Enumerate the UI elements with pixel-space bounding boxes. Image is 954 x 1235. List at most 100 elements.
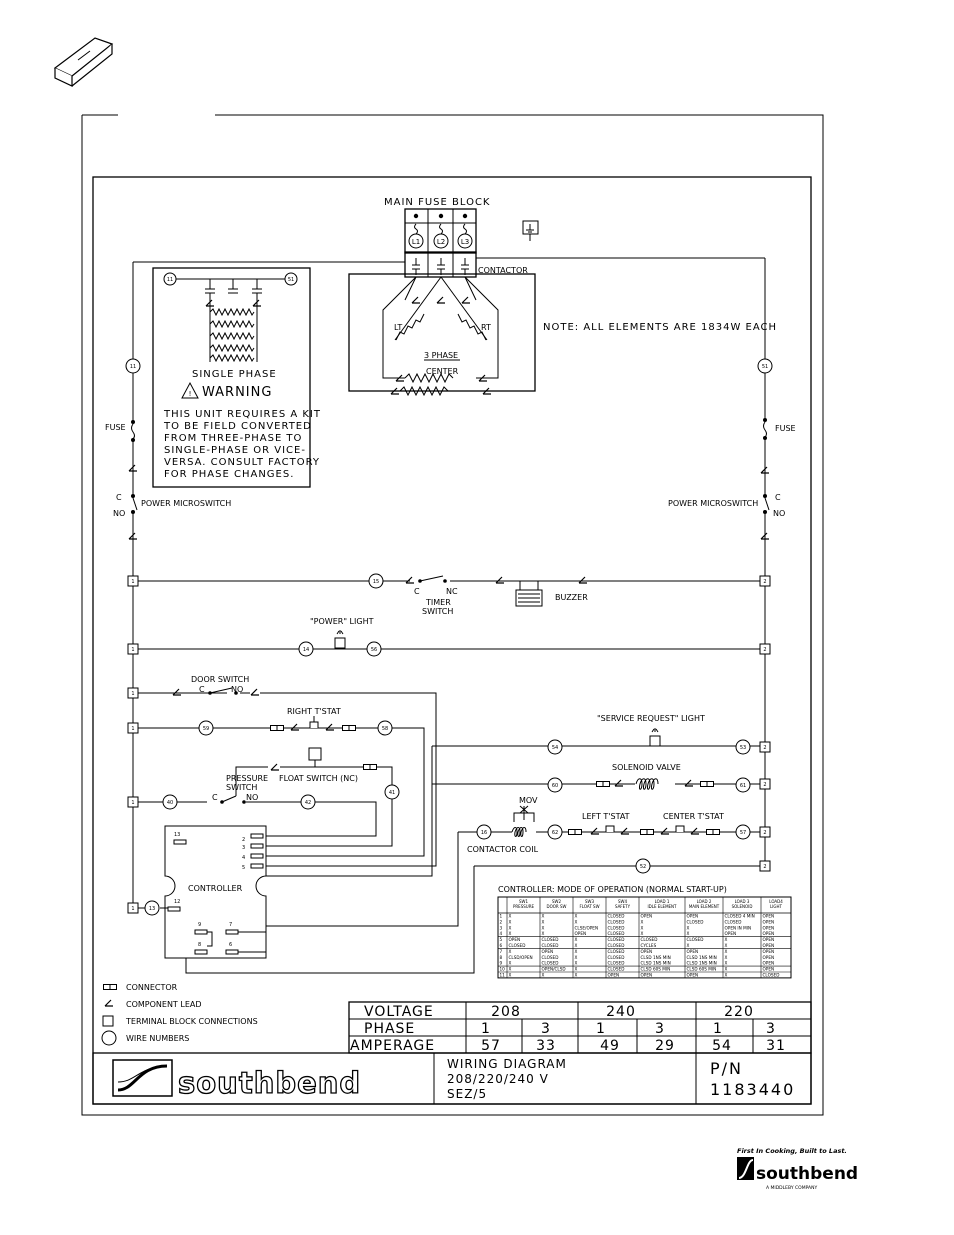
wire-42: 42 xyxy=(305,800,311,806)
outer-frame xyxy=(81,114,824,1116)
svg-text:33: 33 xyxy=(536,1038,556,1054)
mode-table-cell: CLOSED xyxy=(763,973,780,978)
warning-line-5: VERSA. CONSULT FACTORY xyxy=(164,457,320,468)
voltage-240: 240 xyxy=(606,1004,636,1020)
row-service-request-light: 54 "SERVICE REQUEST" LIGHT 53 2 xyxy=(266,714,771,877)
mode-table-cell: X xyxy=(687,931,690,936)
contactor: CONTACTOR xyxy=(404,251,528,278)
wire-52: 52 xyxy=(640,864,646,870)
solenoid-valve-label: SOLENOID VALVE xyxy=(612,763,681,772)
l3-label: L3 xyxy=(461,238,469,246)
timer-switch-label-1: TIMER xyxy=(425,598,451,607)
mode-table-cell: X xyxy=(542,914,545,919)
mode-table-cell: 10 xyxy=(500,967,506,972)
mode-table-cell: X xyxy=(575,961,578,966)
mode-table-header: LOAD4 xyxy=(769,899,783,904)
mode-table-header: IDLE ELEMENT xyxy=(648,904,678,909)
footer-tagline: First In Cooking, Built to Last. xyxy=(737,1147,847,1155)
header-book-icon xyxy=(53,37,114,87)
wire-57: 57 xyxy=(740,830,746,836)
svg-text:5: 5 xyxy=(242,865,245,871)
svg-text:2: 2 xyxy=(763,830,766,836)
svg-text:1: 1 xyxy=(131,691,134,697)
mode-table-cell: X xyxy=(641,925,644,930)
mode-table-cell: X xyxy=(509,919,512,924)
svg-text:3: 3 xyxy=(242,845,245,851)
warning-line-3: FROM THREE-PHASE TO xyxy=(164,433,302,444)
svg-text:3: 3 xyxy=(541,1021,551,1037)
l2-label: L2 xyxy=(437,238,445,246)
mode-table-cell: CLSD/OPEN xyxy=(509,955,533,960)
mode-table-header: DOOR SW xyxy=(547,904,567,909)
mode-table-cell: X xyxy=(575,914,578,919)
svg-text:2: 2 xyxy=(763,782,766,788)
pressure-c-label: C xyxy=(212,793,218,802)
mode-table-cell: OPEN xyxy=(763,949,775,954)
mode-table-cell: CLOSED xyxy=(608,955,625,960)
mode-table-cell: 1 xyxy=(500,914,503,919)
warning-line-4: SINGLE-PHASE OR VICE- xyxy=(164,445,306,456)
wire-60: 60 xyxy=(552,783,558,789)
mode-table-header: LIGHT xyxy=(770,904,783,909)
row-power-light: 1 2 14 56 "POWER" LIGHT xyxy=(127,617,771,657)
mode-table-cell: OPEN xyxy=(509,937,521,942)
power-light-label: "POWER" LIGHT xyxy=(310,617,374,626)
left-bus xyxy=(132,261,405,908)
buzzer-label: BUZZER xyxy=(555,593,588,602)
timer-nc-label: NC xyxy=(446,587,458,596)
door-no-label: NO xyxy=(231,685,243,694)
mode-table-cell: 8 xyxy=(500,955,503,960)
wire-58: 58 xyxy=(382,726,388,732)
mode-table-cell: 4 xyxy=(500,931,503,936)
mode-table-cell: 7 xyxy=(500,949,503,954)
mode-table-cell: OPEN xyxy=(687,914,699,919)
svg-text:31: 31 xyxy=(766,1038,786,1054)
mode-table-cell: CLSD 60S MIN xyxy=(687,967,717,972)
elements-note: NOTE: ALL ELEMENTS ARE 1834W EACH xyxy=(543,322,777,333)
l1-label: L1 xyxy=(412,238,420,246)
svg-text:13: 13 xyxy=(174,832,180,838)
mode-table-cell: CLOSED xyxy=(608,914,625,919)
mode-table-cell: X xyxy=(509,925,512,930)
mode-table-cell: X xyxy=(725,973,728,978)
heating-elements: LT RT 3 PHASE CENTER xyxy=(348,273,536,397)
mode-table-cell: OPEN xyxy=(763,955,775,960)
single-phase-panel: 11 51 SINGLE PHASE ! WARNING THIS UNIT R… xyxy=(152,267,320,488)
right-bus xyxy=(476,257,766,866)
mode-table-cell: X xyxy=(509,967,512,972)
mode-table-header: SAFETY xyxy=(615,904,631,909)
mode-table-header: LOAD 2 xyxy=(697,899,712,904)
lt-label: LT xyxy=(394,323,402,332)
mode-table-cell: CLOSED xyxy=(641,937,658,942)
mode-table-header: LOAD 1 xyxy=(655,899,670,904)
mode-table-cell: CLOSED xyxy=(608,919,625,924)
svg-text:1: 1 xyxy=(481,1021,491,1037)
mode-table-cell: CLOSED xyxy=(687,937,704,942)
mode-table-cell: CLSD 1NS MIN xyxy=(687,955,717,960)
svg-text:57: 57 xyxy=(481,1038,501,1054)
legend-connector: CONNECTOR xyxy=(126,983,178,992)
title-line-2: 208/220/240 V xyxy=(447,1072,549,1086)
amperage-label: AMPERAGE xyxy=(350,1038,435,1054)
mode-table-cell: CLOSED xyxy=(542,943,559,948)
phase-label: PHASE xyxy=(364,1021,415,1037)
title-logo: southbend xyxy=(112,1059,361,1101)
mode-table-header: LOAD 3 xyxy=(735,899,750,904)
mode-table-cell: 6 xyxy=(500,943,503,948)
mode-table-cell: X xyxy=(725,961,728,966)
pressure-no-label: NO xyxy=(246,793,258,802)
voltage-220: 220 xyxy=(724,1004,754,1020)
mode-table-header: PRESSURE xyxy=(513,904,535,909)
svg-text:3: 3 xyxy=(655,1021,665,1037)
mode-table-cell: CLOSED xyxy=(608,931,625,936)
right-bus-components: 51 FUSE C NO POWER MICROSWITCH xyxy=(668,358,796,540)
timer-switch-label-2: SWITCH xyxy=(422,607,453,616)
mode-table-cell: X xyxy=(725,967,728,972)
legend-wire-numbers: WIRE NUMBERS xyxy=(126,1034,189,1043)
legend: CONNECTOR COMPONENT LEAD TERMINAL BLOCK … xyxy=(101,983,258,1046)
left-power-microswitch-label: POWER MICROSWITCH xyxy=(141,499,231,508)
mode-table-cell: X xyxy=(575,943,578,948)
mode-table-header: FLOAT SW xyxy=(579,904,599,909)
wire-53: 53 xyxy=(740,745,746,751)
mode-table-cell: 5 xyxy=(500,937,503,942)
